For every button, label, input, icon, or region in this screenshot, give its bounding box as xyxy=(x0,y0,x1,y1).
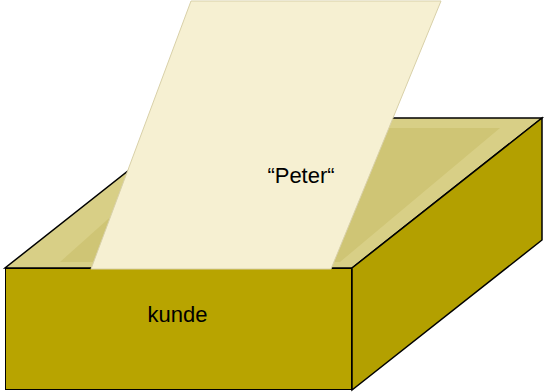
node-label: “Peter“ xyxy=(267,163,334,189)
box-side xyxy=(352,118,542,390)
box-front: kunde“Peter“ xyxy=(5,268,352,390)
node-label: kunde xyxy=(148,302,208,328)
paper-outline xyxy=(86,1,446,269)
paper-card: “Peter“ xyxy=(86,1,446,269)
paper-shape xyxy=(91,1,441,269)
